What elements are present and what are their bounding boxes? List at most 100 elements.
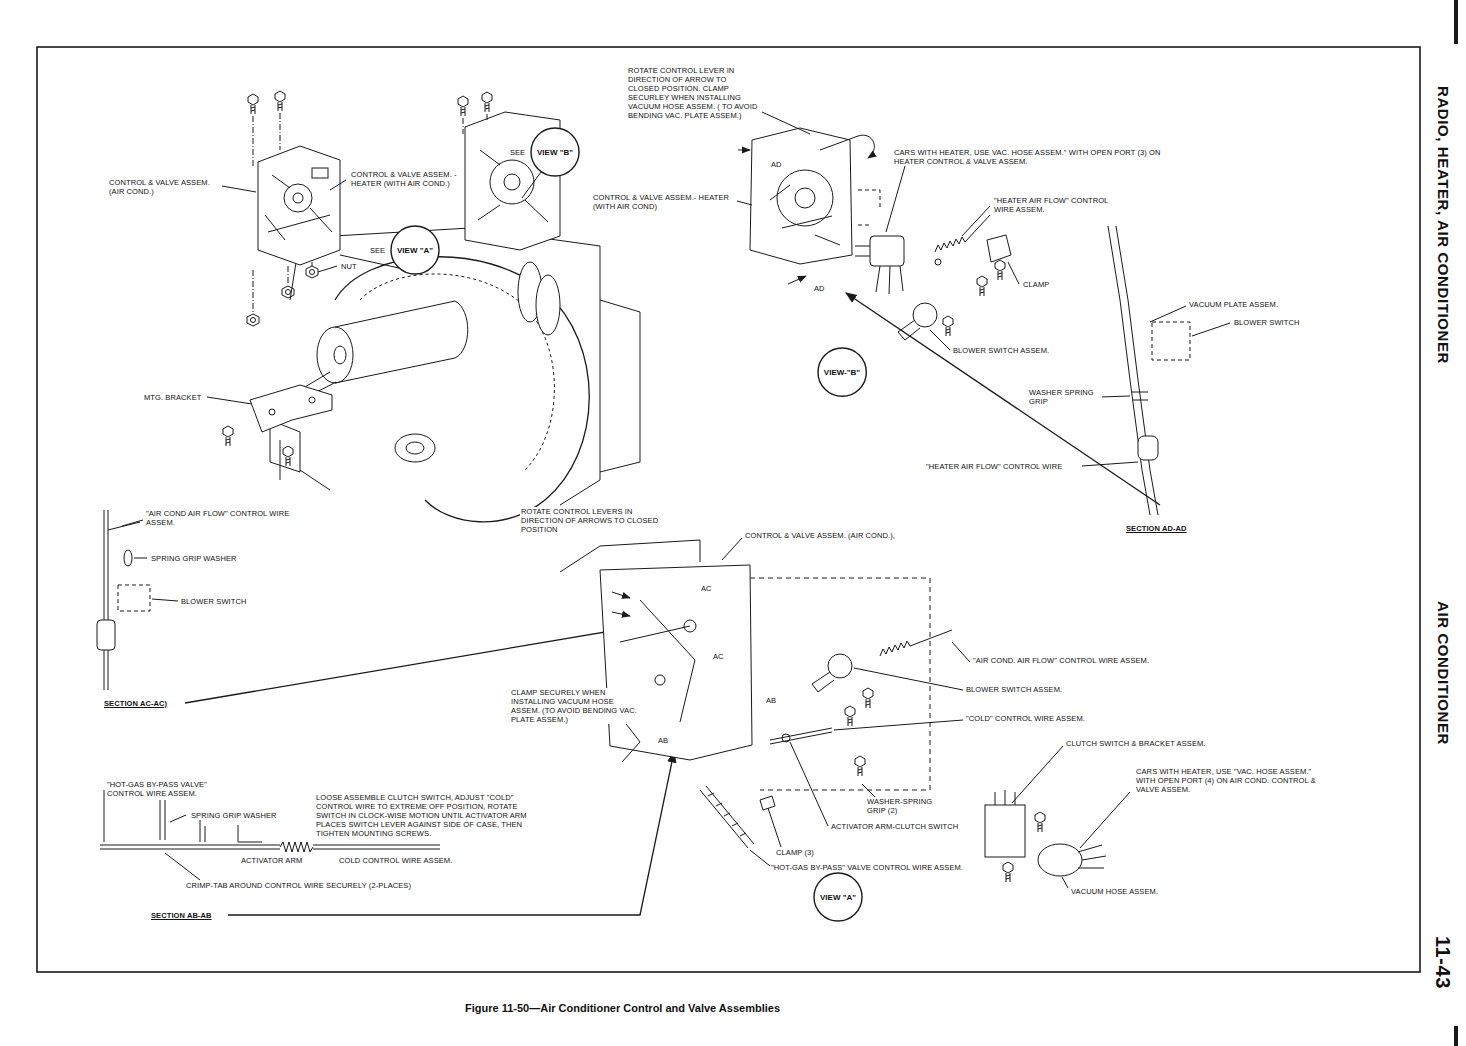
page-header: RADIO, HEATER, AIR CONDITIONER [1435,85,1452,365]
air-cond-control-plate [600,600,695,762]
page-number: 11-43 [1432,935,1454,990]
section-ab-ab [100,752,674,915]
screws-and-nuts [223,91,492,466]
note: CARS WITH HEATER, USE VAC. HOSE ASSEM." … [893,148,1185,166]
page-frame [37,0,1456,1046]
part-label: COLD CONTROL WIRE ASSEM. [338,856,453,865]
part-label: CONTROL & VALVE ASSEM.- HEATER (WITH AIR… [592,193,737,211]
vacuum-hose-assembly [855,246,903,294]
air-cond-switch-and-wires [812,672,834,692]
screws-and-nuts [458,96,468,116]
control-wire-and-clamp [935,259,941,265]
leader-lines-top-right [737,201,752,205]
clutch-switch-bracket [1003,862,1013,882]
heater-control-plate [858,190,880,225]
callout-circle [531,128,579,176]
vacuum-hose-assembly [855,236,904,294]
part-label: MTG. BRACKET [143,393,202,402]
note: CLAMP SECURELY WHEN INSTALLING VACUUM HO… [510,688,638,724]
air-cond-control-plate [750,578,930,790]
heater-control-plate [795,188,815,208]
leader-lines-view-a [750,850,770,866]
page-frame [1454,0,1458,44]
part-label: WASHER SPRING GRIP [1028,388,1102,406]
part-label: WASHER-SPRING GRIP (2) [866,797,944,815]
vacuum-hose-assembly-a [1038,844,1106,876]
heater-case [600,300,640,472]
leader-lines-view-a [952,642,970,662]
part-label: VACUUM PLATE ASSEM. [1188,300,1279,309]
air-cond-switch-and-wires [855,756,865,776]
air-cond-control-plate [560,540,930,790]
section-ac-ac [97,620,115,650]
callout-circle [814,873,862,921]
see-reference: SEE [510,148,525,157]
leader-lines-top-left [522,172,541,198]
control-valve-assembly-heater [504,174,520,190]
control-wire-and-clamp [935,215,990,252]
part-label: "COLD" CONTROL WIRE ASSEM. [965,714,1086,723]
heater-case [455,301,468,358]
screws-and-nuts [275,91,285,111]
heater-control-plate [788,276,806,284]
part-label: "AIR COND AIR FLOW" CONTROL WIRE ASSEM. [145,509,319,527]
leader-lines-top-right [886,166,905,232]
air-cond-switch-and-wires [700,630,952,848]
heater-case [270,228,640,522]
page-frame [37,47,1420,972]
part-label: SPRING GRIP WASHER [150,554,238,563]
page-frame [1454,1026,1458,1046]
part-label: "AIR COND. AIR FLOW" CONTROL WIRE ASSEM. [972,656,1150,665]
part-label: BLOWER SWITCH ASSEM. [965,685,1063,694]
heater-case [300,228,600,505]
view-name: VIEW-"B" [824,368,860,377]
section-letter: AC [700,584,713,593]
leader-lines-view-a [790,742,828,826]
section-ac-ac [104,510,108,690]
screws-and-nuts [253,113,487,312]
see-reference: SEE [370,246,385,255]
air-cond-switch-and-wires [782,734,790,742]
section-ad-ad [1152,322,1190,360]
part-label: CONTROL & VALVE ASSEM. - HEATER (WITH AI… [350,170,460,188]
section-ad-ad [1150,306,1186,322]
air-cond-switch-and-wires [700,786,754,848]
screws-and-nuts [283,446,293,466]
control-wire-and-clamp [977,276,987,296]
vacuum-hose-assembly-a [1078,845,1106,868]
control-valve-assembly-heater [490,160,534,204]
section-letter: AD [770,160,783,169]
section-ac-ac [124,550,132,566]
section-ab-ab [280,842,313,852]
clutch-switch-bracket [985,790,1045,882]
section-ac-ac [152,599,178,601]
part-label: "HEATER AIR FLOW" CONTROL WIRE [925,462,1063,471]
leader-lines-view-a [1012,746,1063,803]
part-label: NUT [340,262,358,271]
vacuum-hose-assembly-a [1038,844,1082,876]
clutch-switch-bracket [1035,812,1045,832]
heater-case [335,257,589,522]
section-ad-ad [1192,323,1230,336]
screws-and-nuts [223,426,233,446]
part-label: SPRING GRIP WASHER [190,811,278,820]
section-ab-ab [190,818,205,842]
part-label: "HOT-GAS BY-PASS VALVE" CONTROL WIRE ASS… [106,780,232,798]
part-label: CLAMP [1022,280,1050,289]
note: ROTATE CONTROL LEVERS IN DIRECTION OF AR… [520,507,664,534]
view-name: VIEW "A" [820,893,856,902]
heater-case [270,238,300,472]
blower-switch [943,316,953,336]
figure-caption: Figure 11-50—Air Conditioner Control and… [465,1002,780,1014]
leader-lines-view-a [854,668,963,690]
air-cond-control-plate [612,612,630,616]
air-cond-control-plate [684,620,696,632]
air-cond-control-plate [612,592,630,598]
control-valve-assembly-air-cond [312,168,328,178]
section-ad-ad [1116,226,1158,515]
air-cond-switch-and-wires [760,796,775,810]
note: LOOSE ASSEMBLE CLUTCH SWITCH, ADJUST "CO… [315,793,542,838]
view-name: VIEW "B" [537,148,573,157]
section-letter: AB [765,696,777,705]
control-wire-and-clamp [995,260,1005,280]
